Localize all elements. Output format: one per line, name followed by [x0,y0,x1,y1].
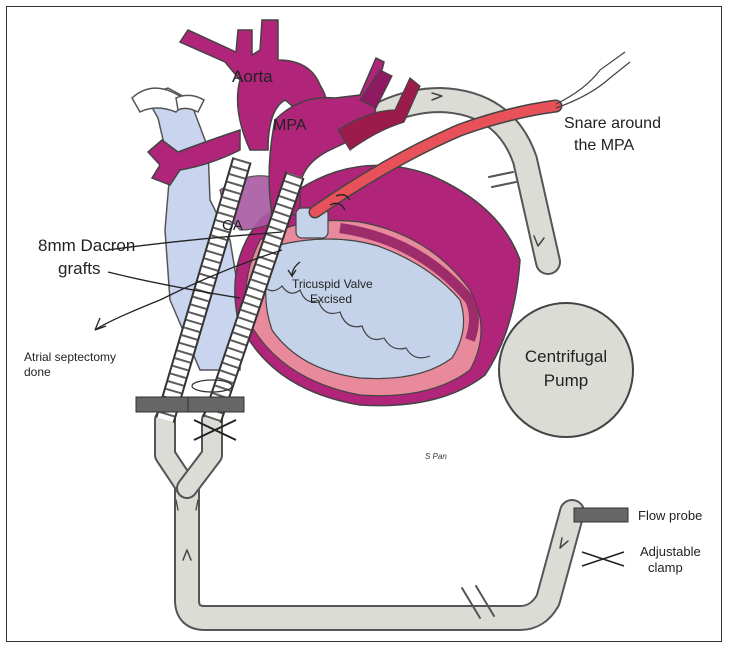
label-atrial-1: Atrial septectomy [24,350,116,364]
label-mpa: MPA [273,117,307,134]
label-aorta: Aorta [232,67,273,86]
flow-probes [136,397,244,412]
pump-label-2: Pump [544,371,588,390]
label-tricuspid-2: Excised [310,292,352,306]
label-ca: CA [222,217,243,234]
legend-flow-probe-swatch [574,508,628,522]
legend-clamp-label-1: Adjustable [640,544,701,559]
label-grafts-2: grafts [58,259,101,278]
label-grafts-1: 8mm Dacron [38,236,135,255]
centrifugal-pump: Centrifugal Pump [499,303,633,437]
legend-clamp-label-2: clamp [648,560,683,575]
artist-signature: S Pan [425,452,447,461]
label-tricuspid-1: Tricuspid Valve [292,277,373,291]
legend-flow-probe-label: Flow probe [638,508,702,523]
label-snare-2: the MPA [574,137,635,154]
legend: Flow probe Adjustable clamp [574,508,702,575]
label-snare-1: Snare around [564,115,661,132]
legend-clamp-icon [582,552,624,566]
pump-label-1: Centrifugal [525,347,607,366]
label-atrial-2: done [24,365,51,379]
